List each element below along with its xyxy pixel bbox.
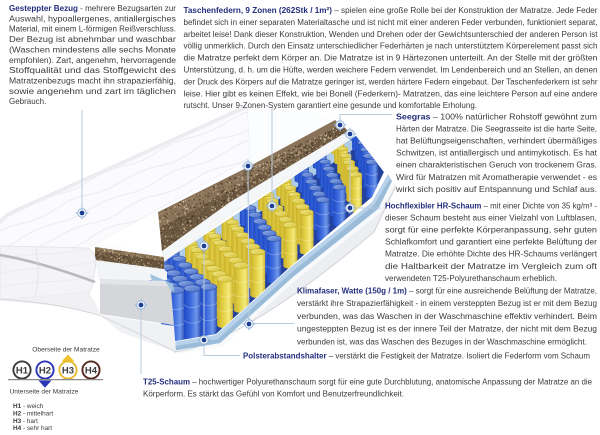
svg-text:Oberseite der Matratze: Oberseite der Matratze (32, 347, 100, 354)
svg-text:empfohlen). Zart, angenehm, he: empfohlen). Zart, angenehm, hervorragend… (9, 56, 177, 65)
svg-text:Hochflexibler HR-Schaum – mit: Hochflexibler HR-Schaum – mit einer Dich… (385, 202, 597, 211)
svg-text:verstärkt ihre Strapazierfähig: verstärkt ihre Strapazierfähigkeit - in … (297, 299, 597, 308)
svg-text:Klimafaser, Watte (150g / 1m): Klimafaser, Watte (150g / 1m) – sorgt fü… (297, 287, 597, 296)
svg-text:wirkt sich positiv auf Entspan: wirkt sich positiv auf Entspannung und S… (395, 185, 597, 194)
svg-text:Material, mit einem L-förmigen: Material, mit einem L-förmigen Reißversc… (9, 25, 176, 34)
svg-text:dieser Schaum besteht aus eine: dieser Schaum besteht aus einer Vielzahl… (385, 214, 597, 223)
svg-text:arbeitet leise! Dank dieser Ko: arbeitet leise! Dank dieser Konstruktion… (184, 30, 599, 39)
svg-text:Härten der Matratze. Die Seegr: Härten der Matratze. Die Seegrasseite is… (396, 125, 597, 134)
svg-text:Unterseite der Matratze: Unterseite der Matratze (10, 389, 79, 396)
svg-text:verbunden ist, was das Waschen: verbunden ist, was das Waschen des Bezug… (297, 337, 587, 346)
svg-text:leise. Hier gibt es keinen Eff: leise. Hier gibt es keinen Effekt, wie b… (184, 89, 599, 98)
svg-text:hat Belüftungseigenschaften, v: hat Belüftungseigenschaften, verhindert … (396, 137, 597, 146)
svg-text:Wird für Matratzen mit Aromath: Wird für Matratzen mit Aromatherapie ver… (396, 173, 597, 182)
svg-text:Polsterabstandshalter – verst: Polsterabstandshalter – verstärkt die Fe… (243, 352, 590, 361)
svg-text:der Druck des Körpers auf die: der Druck des Körpers auf die Matratze g… (184, 77, 598, 86)
svg-text:Gesteppter Bezug - mehrere Bez: Gesteppter Bezug - mehrere Bezugsarten z… (9, 4, 176, 13)
svg-text:verwendeten T25-Polyurethansch: verwendeten T25-Polyurethanschaum erhebl… (385, 274, 557, 283)
svg-text:Seegras – 100% natürlicher R: Seegras – 100% natürlicher Rohstoff gewö… (396, 113, 597, 122)
svg-text:einen charakteristischen Geruc: einen charakteristischen Geruch von troc… (396, 161, 597, 170)
svg-text:H3 - hart: H3 - hart (13, 418, 38, 425)
svg-text:Schlafkomfort und garantiert e: Schlafkomfort und garantiert eine perfek… (385, 238, 597, 247)
svg-text:T25-Schaum – hochwertiger Poly: T25-Schaum – hochwertiger Polyurethansch… (143, 378, 593, 387)
svg-text:völlig unmerklich. Durch den E: völlig unmerklich. Durch den Einsatz unt… (184, 42, 598, 51)
svg-text:befindet sich in einer separat: befindet sich in einer separaten Materia… (184, 18, 598, 27)
svg-text:Der Bezug ist abnehmbar und w: Der Bezug ist abnehmbar und waschbar (9, 35, 176, 44)
svg-text:ungesteppten Bezug ist es der: ungesteppten Bezug ist es der innere Tei… (297, 325, 597, 334)
svg-text:die Matratze perfekt dem Körpe: die Matratze perfekt dem Körper an. Die … (184, 54, 598, 63)
svg-text:rutscht. Unser 9-Zonen-System: rutscht. Unser 9-Zonen-System garantiert… (184, 101, 478, 110)
svg-text:Gebrauch.: Gebrauch. (9, 97, 46, 106)
svg-text:Taschenfedern, 9 Zonen (262Stk: Taschenfedern, 9 Zonen (262Stk / 1m²) – … (184, 6, 598, 15)
svg-text:Schwitzen, ist antiallergisch: Schwitzen, ist antiallergisch und antimy… (396, 149, 598, 158)
svg-text:H4: H4 (85, 366, 98, 377)
svg-text:Auswahl, hypoallergenes, antia: Auswahl, hypoallergenes, antiallergische… (9, 14, 176, 23)
svg-text:sowie angenehm und zart im täg: sowie angenehm und zart im täglichen (9, 87, 176, 96)
svg-text:H1: H1 (16, 366, 29, 377)
svg-text:sorgt für eine perfekte Körper: sorgt für eine perfekte Körperanpassung,… (385, 226, 597, 235)
svg-text:Matratzenbezugs macht ihn stra: Matratzenbezugs macht ihn strapazierfähi… (9, 77, 176, 86)
svg-text:verbunden, was das Waschen in: verbunden, was das Waschen in der Waschm… (297, 312, 597, 321)
svg-text:Matratze. Die erhöhte Dichte d: Matratze. Die erhöhte Dichte des HR-Scha… (385, 250, 598, 259)
svg-text:H3: H3 (62, 366, 74, 377)
svg-text:(Waschen mindestens alle sechs: (Waschen mindestens alle sechs Monate (9, 45, 177, 54)
svg-text:Stoffqualität und das Stoffgew: Stoffqualität und das Stoffgewicht des (9, 66, 176, 75)
svg-text:H2: H2 (39, 366, 51, 377)
svg-text:H4 - sehr hart: H4 - sehr hart (13, 425, 52, 432)
svg-text:Unterstützung, d. h. um die Hü: Unterstützung, d. h. um die Hüfte, werde… (184, 66, 598, 75)
svg-text:H1 - weich: H1 - weich (13, 403, 44, 410)
svg-text:die Haltbarkeit der Matratze i: die Haltbarkeit der Matratze im Vergleic… (385, 262, 598, 271)
svg-text:H2 - mittelhart: H2 - mittelhart (13, 410, 53, 417)
svg-text:Körperform. Es stärkt das Gefü: Körperform. Es stärkt das Gefühl von Kom… (143, 389, 404, 398)
